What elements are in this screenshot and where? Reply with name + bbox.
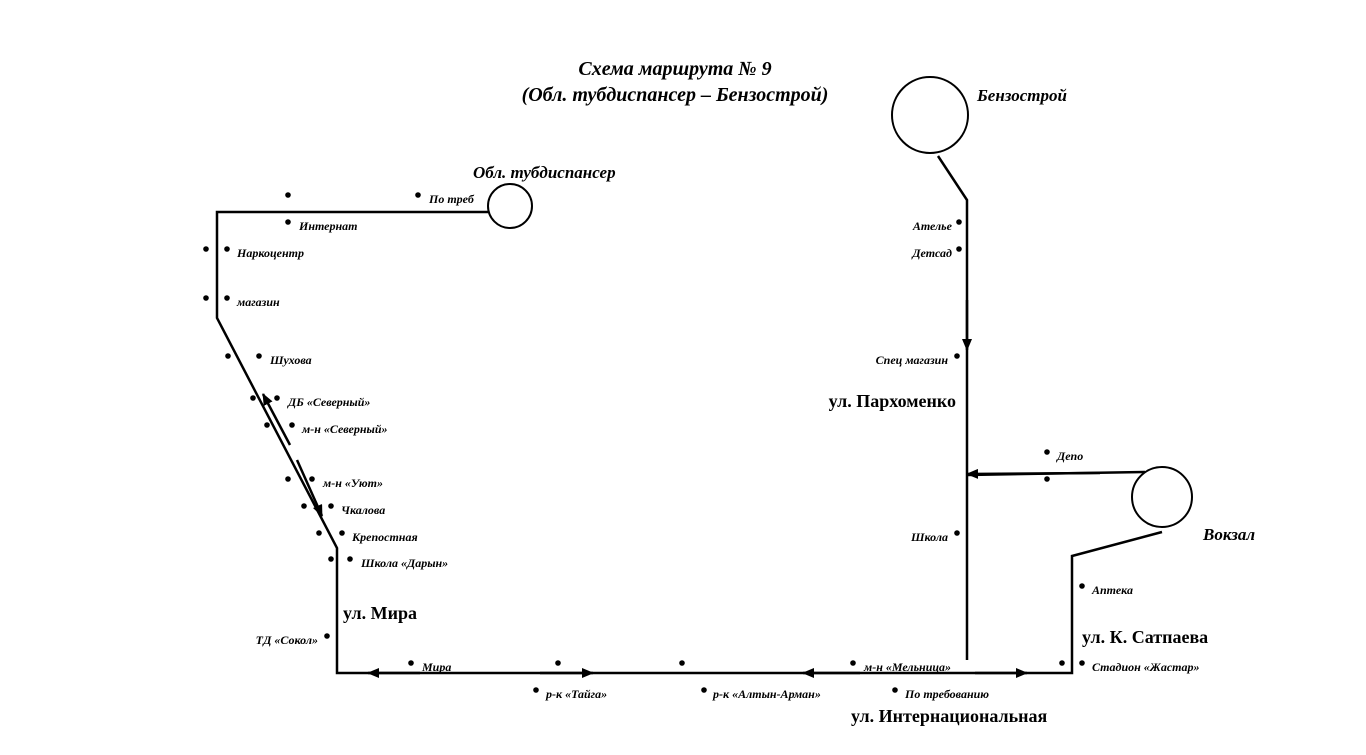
stop-dot xyxy=(956,246,962,252)
stop-dot xyxy=(408,660,414,666)
terminal-circle-tubdispanser xyxy=(487,183,533,229)
route-line-parkhomenko xyxy=(936,155,969,660)
terminal-circle-vokzal xyxy=(1131,466,1193,528)
street-label-parkhomenko: ул. Пархоменко xyxy=(829,391,956,411)
arrow-west-depo xyxy=(966,468,1101,479)
stop-label-mn-uyut: м-н «Уют» xyxy=(322,476,383,490)
stop-dot xyxy=(285,219,291,225)
stop-label-mira: Мира xyxy=(421,660,451,674)
stop-label-po-treb: По треб xyxy=(428,192,475,206)
stop-label-depo: Депо xyxy=(1056,449,1083,463)
stop-dot xyxy=(250,395,256,401)
scheme-title: Схема маршрута № 9 xyxy=(578,58,771,80)
stop-dot xyxy=(701,687,707,693)
stop-label-detsad: Детсад xyxy=(911,246,952,260)
stop-dot xyxy=(256,353,262,359)
stop-dot xyxy=(328,503,334,509)
stop-dot xyxy=(316,530,322,536)
stop-label-magazin: магазин xyxy=(236,295,280,309)
stop-dot xyxy=(954,530,960,536)
stop-dot xyxy=(224,246,230,252)
stop-label-internat: Интернат xyxy=(298,219,358,233)
stop-dot xyxy=(347,556,353,562)
stop-dot xyxy=(1044,449,1050,455)
stop-dot xyxy=(850,660,856,666)
stop-label-shkola-daryn: Школа «Дарын» xyxy=(360,556,448,570)
stop-label-krepostnaya: Крепостная xyxy=(351,530,418,544)
stop-dot xyxy=(203,246,209,252)
stop-dot xyxy=(274,395,280,401)
stop-dot xyxy=(285,192,291,198)
arrow-up-mira xyxy=(261,393,292,446)
stop-dot xyxy=(301,503,307,509)
terminal-label-vokzal: Вокзал xyxy=(1202,525,1255,544)
stop-label-narkocentr: Наркоцентр xyxy=(236,246,304,260)
stop-label-mn-severny: м-н «Северный» xyxy=(301,422,388,436)
stop-dot xyxy=(224,295,230,301)
stop-label-td-sokol: ТД «Сокол» xyxy=(256,633,318,647)
stop-label-atele: Ателье xyxy=(912,219,953,233)
stop-labels: По треб Интернат Наркоцентр магазин Шухо… xyxy=(236,192,1199,701)
stop-label-mn-melnitsa: м-н «Мельница» xyxy=(863,660,951,674)
stop-dot xyxy=(328,556,334,562)
stop-label-apteka: Аптека xyxy=(1091,583,1133,597)
stop-dot xyxy=(309,476,315,482)
stop-label-shukhova: Шухова xyxy=(269,353,312,367)
stop-dot xyxy=(954,353,960,359)
stop-dots xyxy=(203,192,1085,693)
stop-label-chkalova: Чкалова xyxy=(341,503,385,517)
stop-label-db-severny: ДБ «Северный» xyxy=(287,395,370,409)
stop-dot xyxy=(203,295,209,301)
stop-label-po-trebovaniyu: По требованию xyxy=(904,687,989,701)
stop-dot xyxy=(285,476,291,482)
stop-dot xyxy=(415,192,421,198)
stop-dot xyxy=(533,687,539,693)
stop-dot xyxy=(1059,660,1065,666)
terminal-circle-benzostroy xyxy=(891,76,969,154)
street-label-mira: ул. Мира xyxy=(343,603,417,623)
stop-dot xyxy=(264,422,270,428)
stop-dot xyxy=(324,633,330,639)
route-line-main xyxy=(215,210,1163,675)
stop-dot xyxy=(289,422,295,428)
stop-dot xyxy=(956,219,962,225)
stop-label-shkola: Школа xyxy=(910,530,948,544)
stop-dot xyxy=(225,353,231,359)
stop-dot xyxy=(679,660,685,666)
stop-dot xyxy=(1079,660,1085,666)
stop-dot xyxy=(1044,476,1050,482)
scheme-subtitle: (Обл. тубдиспансер – Бензострой) xyxy=(522,84,829,106)
terminal-label-tubdispanser: Обл. тубдиспансер xyxy=(473,163,616,182)
stop-label-stadion-zhastar: Стадион «Жастар» xyxy=(1092,660,1199,674)
street-label-satpaeva: ул. К. Сатпаева xyxy=(1082,627,1208,647)
stop-dot xyxy=(555,660,561,666)
stop-label-rk-taiga: р-к «Тайга» xyxy=(545,687,607,701)
stop-label-spec-magazin: Спец магазин xyxy=(876,353,949,367)
stop-dot xyxy=(892,687,898,693)
stop-dot xyxy=(339,530,345,536)
stop-dot xyxy=(1079,583,1085,589)
street-label-internatsionalnaya: ул. Интернациональная xyxy=(851,706,1047,726)
stop-label-rk-altyn-arman: р-к «Алтын-Арман» xyxy=(712,687,821,701)
arrow-down-mira xyxy=(295,459,324,517)
terminal-label-benzostroy: Бензострой xyxy=(976,86,1067,105)
